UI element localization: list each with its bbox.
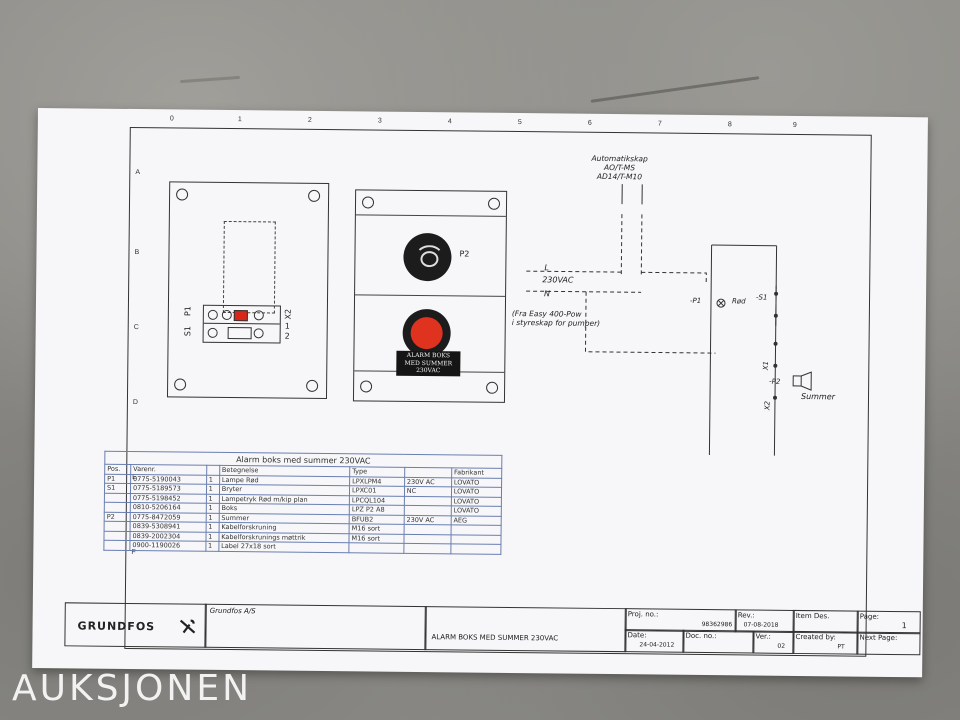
title-block: GRUNDFOS Grundfos A/S ALARM BOKS MED SUM… bbox=[64, 602, 859, 655]
x1-schematic-label: X1 bbox=[761, 360, 771, 371]
grundfos-logo: GRUNDFOS bbox=[77, 619, 156, 634]
doc-cell: Doc. no.: bbox=[682, 629, 755, 654]
terminal-num-2: 2 bbox=[284, 331, 290, 341]
p1-label: P1 bbox=[183, 306, 193, 317]
n-label: N bbox=[544, 289, 551, 299]
mount-hole bbox=[306, 379, 319, 392]
p2-label: P2 bbox=[459, 249, 470, 259]
l-label: L bbox=[544, 263, 549, 273]
p1-schematic-label: -P1 bbox=[689, 296, 702, 305]
p2-schematic-label: -P2 bbox=[769, 377, 781, 386]
mount-hole bbox=[360, 380, 373, 393]
wiring-schematic: Automatikskap AO/T-MS AD14/T-M10 bbox=[38, 108, 928, 456]
paper-sheet: 0 1 2 3 4 5 6 7 8 9 A B C D E F bbox=[32, 108, 928, 678]
enclosure-inside-view: P1 S1 X2 1 2 bbox=[166, 181, 330, 400]
mount-hole bbox=[487, 197, 501, 210]
terminal-num-1: 1 bbox=[284, 321, 290, 331]
company-name: Grundfos A/S bbox=[209, 606, 256, 616]
component-outline bbox=[222, 220, 276, 314]
rev-cell: Rev.: 07-08-2018 bbox=[734, 609, 795, 633]
s1-label: S1 bbox=[183, 325, 193, 337]
bill-of-materials: Alarm boks med summer 230VAC Pos. Varenr… bbox=[103, 451, 502, 555]
drawing-title: ALARM BOKS MED SUMMER 230VAC bbox=[431, 633, 559, 643]
title-cell: ALARM BOKS MED SUMMER 230VAC bbox=[424, 606, 627, 653]
mount-hole bbox=[176, 188, 189, 201]
ver-cell: Ver.: 02 bbox=[752, 630, 795, 654]
created-cell: Created by: PT bbox=[792, 630, 859, 655]
red-label: Rød bbox=[731, 297, 746, 306]
x2-schematic-label: X2 bbox=[763, 400, 772, 411]
grundfos-x-icon bbox=[179, 619, 196, 634]
x2-label: X2 bbox=[283, 308, 293, 320]
enclosure-front-view: P2 ALARM BOKS MED SUMMER 230VAC bbox=[352, 189, 508, 403]
voltage-label: 230VAC bbox=[542, 275, 574, 285]
label-plate: ALARM BOKS MED SUMMER 230VAC bbox=[396, 350, 461, 377]
mount-hole bbox=[308, 189, 321, 202]
date-cell: Date: 24-04-2012 bbox=[624, 629, 685, 653]
summer-buzzer-icon bbox=[403, 232, 452, 282]
s1-schematic-label: -S1 bbox=[756, 293, 768, 302]
next-page-cell: Next Page: bbox=[856, 631, 921, 656]
mount-hole bbox=[486, 381, 499, 394]
mount-hole bbox=[174, 378, 187, 391]
summer-label: Summer bbox=[800, 392, 836, 402]
mount-hole bbox=[361, 196, 375, 209]
company-cell: Grundfos A/S bbox=[204, 603, 427, 651]
watermark-logo: AUKSJONEN bbox=[12, 668, 252, 709]
logo-cell: GRUNDFOS bbox=[64, 602, 207, 648]
source-note: (Fra Easy 400-Pow i styreskap for pumper… bbox=[511, 308, 601, 328]
schematic-lines bbox=[526, 184, 812, 456]
terminal-block bbox=[202, 304, 281, 344]
